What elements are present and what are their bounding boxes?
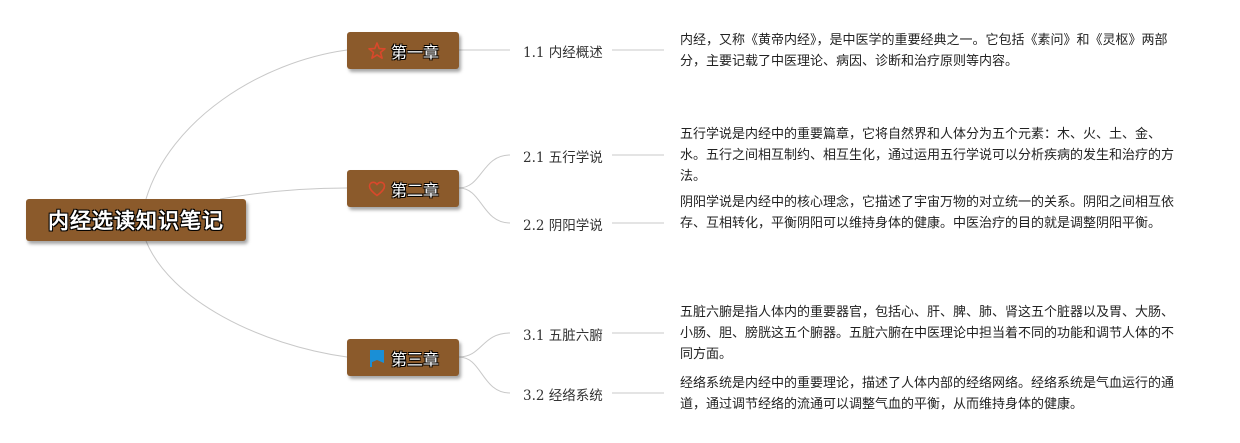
- link-root-ch2: [219, 187, 348, 200]
- chapter-node-1[interactable]: 第一章: [347, 32, 459, 69]
- section-3-2[interactable]: 3.2 经络系统: [523, 388, 603, 404]
- heart-icon: [367, 179, 387, 199]
- chapter-label: 第三章: [390, 349, 439, 369]
- link-ch2-s1: [458, 154, 511, 189]
- chapter-label: 第一章: [390, 42, 439, 62]
- flag-icon: [367, 348, 387, 368]
- description-2-1: 五行学说是内经中的重要篇章，它将自然界和人体分为五个元素：木、火、土、金、水。五…: [680, 127, 1175, 184]
- description-3-1: 五脏六腑是指人体内的重要器官，包括心、肝、脾、肺、肾这五个脏器以及胃、大肠、小肠…: [680, 305, 1175, 362]
- chapter-node-2[interactable]: 第二章: [347, 170, 459, 207]
- root-node[interactable]: 内经选读知识笔记: [26, 199, 246, 241]
- description-1-1: 内经，又称《黄帝内经》，是中医学的重要经典之一。它包括《素问》和《灵枢》两部分，…: [680, 33, 1168, 69]
- section-2-1[interactable]: 2.1 五行学说: [523, 150, 603, 166]
- chapter-label: 第二章: [390, 180, 439, 200]
- section-1-1[interactable]: 1.1 内经概述: [523, 45, 603, 61]
- link-root-ch3: [145, 240, 348, 358]
- chapter-node-3[interactable]: 第三章: [347, 339, 459, 376]
- description-2-2: 阴阳学说是内经中的核心理念，它描述了宇宙万物的对立统一的关系。阴阳之间相互依存、…: [680, 195, 1175, 231]
- link-ch3-s2: [458, 356, 511, 394]
- description-3-2: 经络系统是内经中的重要理论，描述了人体内部的经络网络。经络系统是气血运行的通道，…: [680, 376, 1175, 412]
- star-icon: [367, 41, 387, 61]
- link-root-ch1: [145, 49, 348, 200]
- link-ch3-s1: [458, 332, 511, 358]
- root-title: 内经选读知识笔记: [48, 209, 224, 233]
- link-ch2-s2: [458, 187, 511, 224]
- section-3-1[interactable]: 3.1 五脏六腑: [523, 328, 603, 344]
- section-2-2[interactable]: 2.2 阴阳学说: [523, 218, 603, 234]
